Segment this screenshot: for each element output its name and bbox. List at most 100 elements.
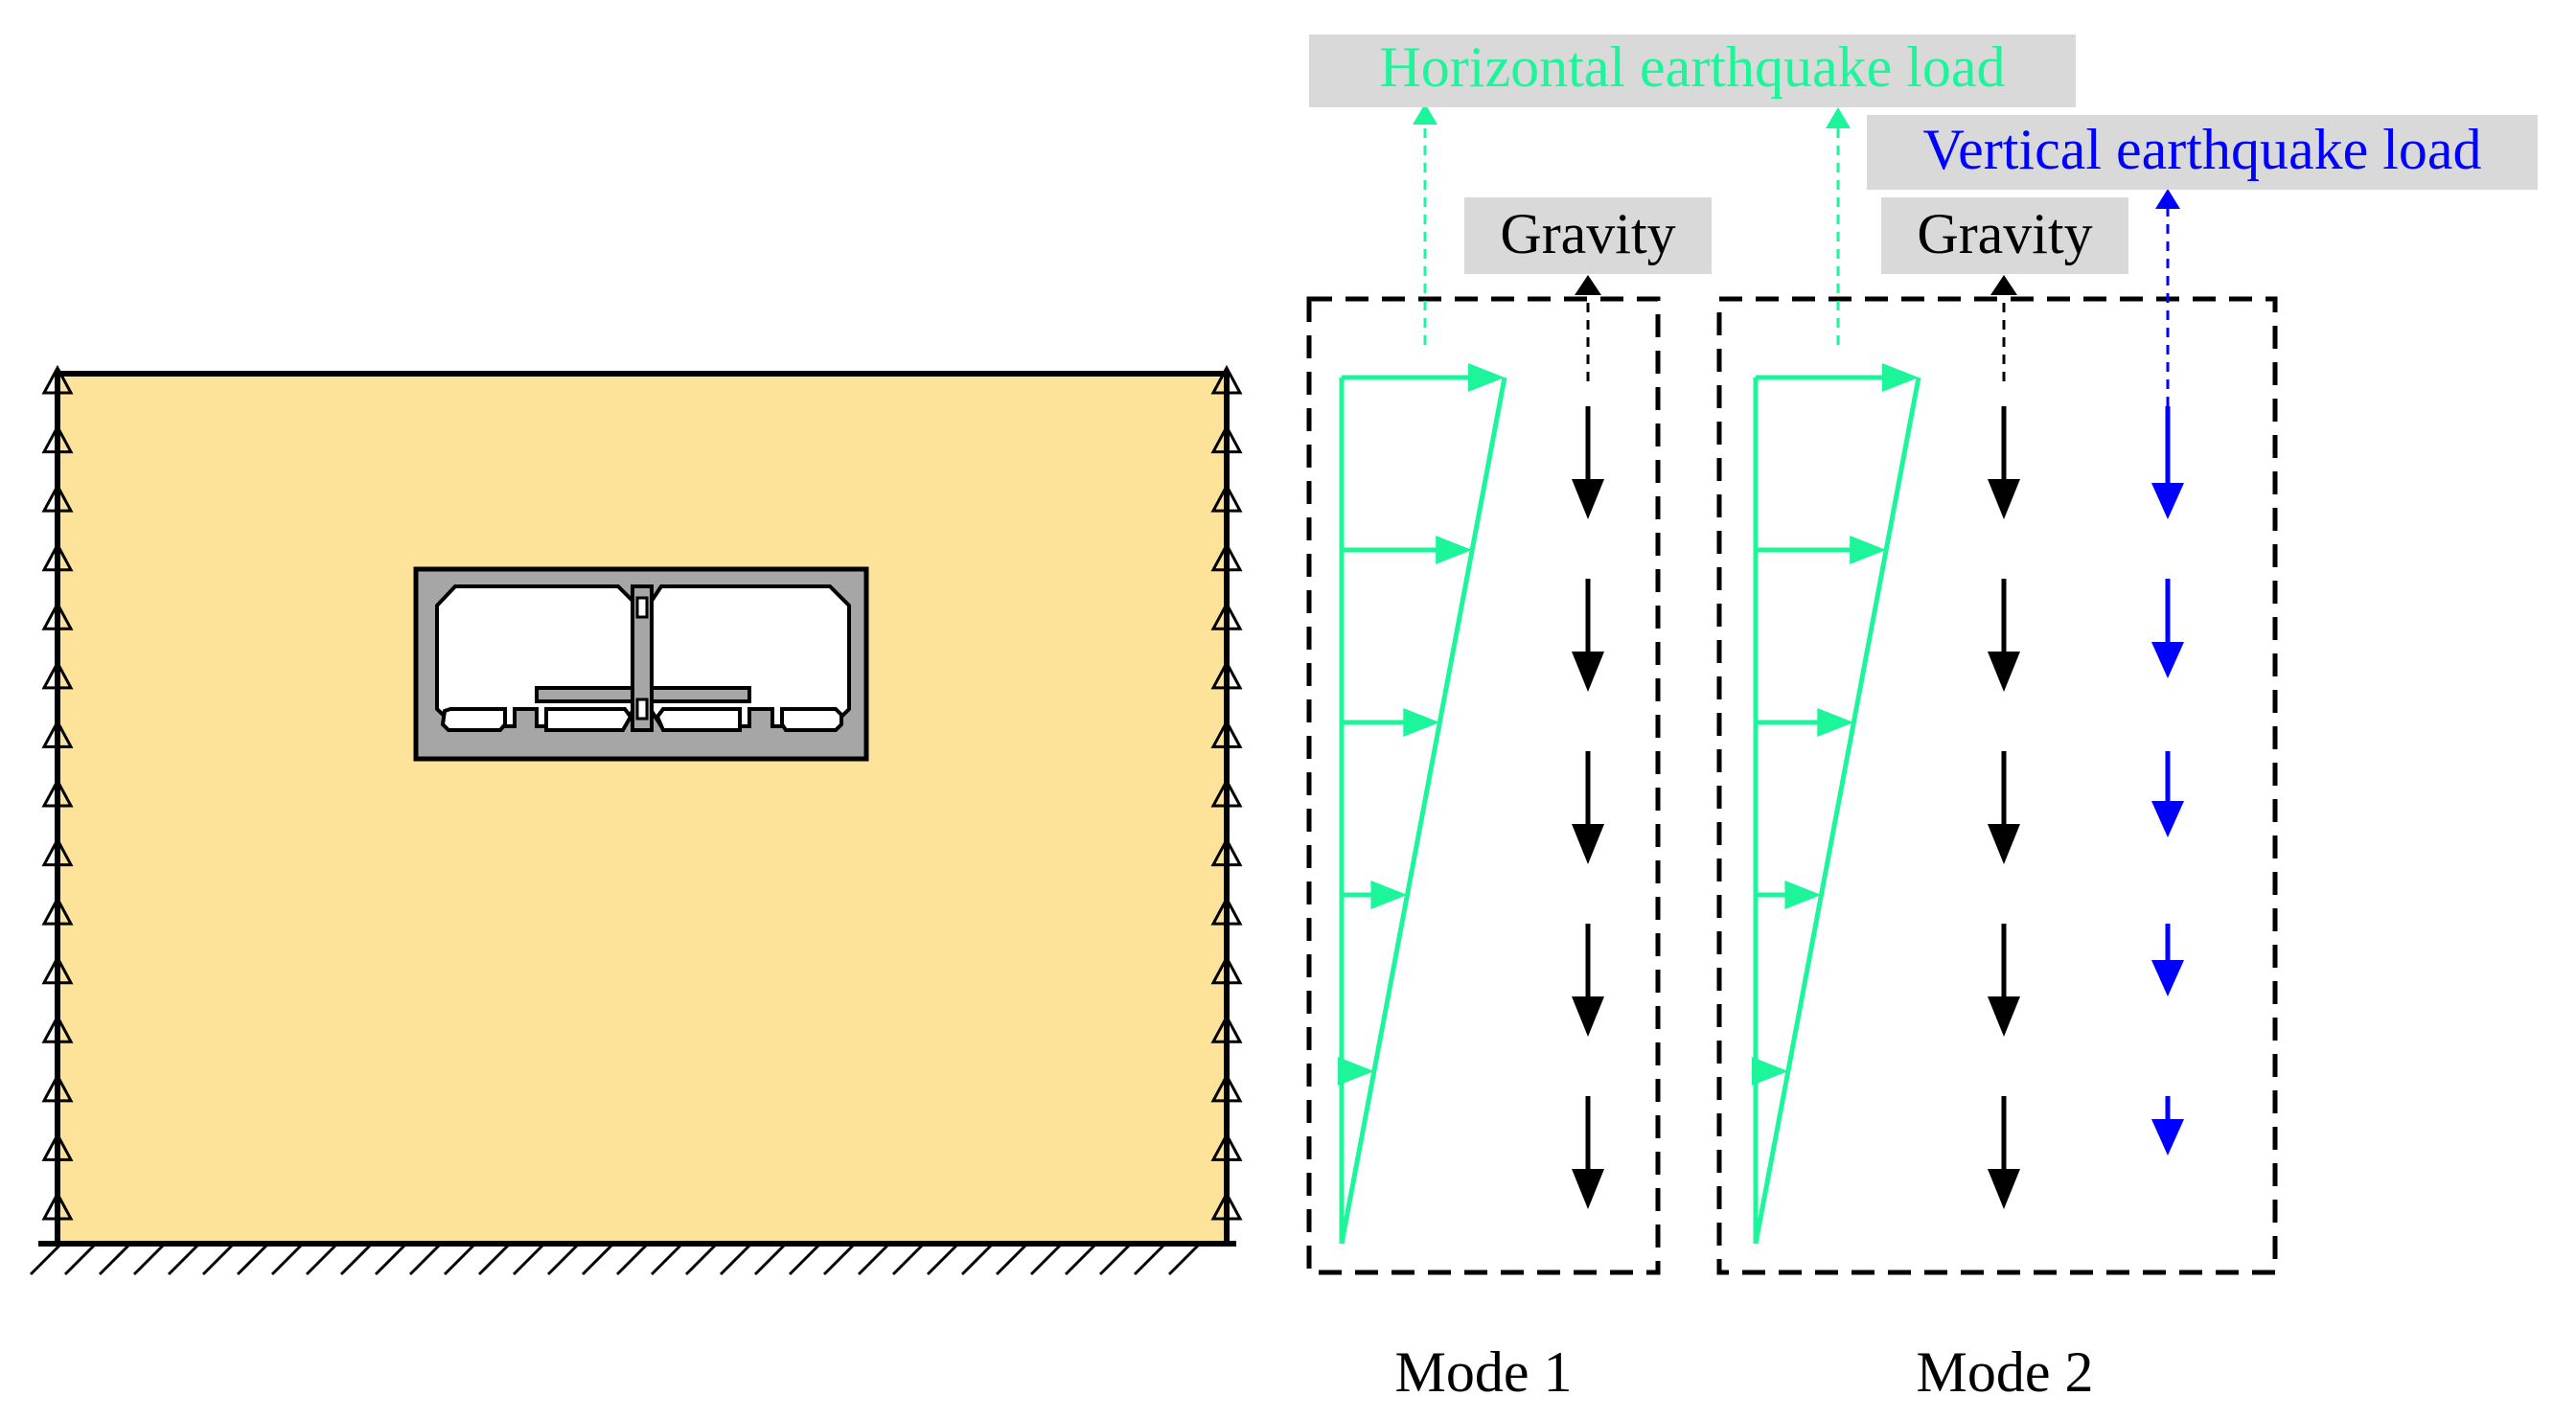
- roller-support-icon: [41, 1132, 74, 1161]
- right-roller-supports: [1210, 364, 1243, 1221]
- gravity-arrowhead: [1988, 824, 2020, 864]
- hatch-stroke: [374, 1244, 406, 1276]
- hatch-stroke: [960, 1244, 993, 1276]
- hatch-stroke: [29, 1244, 61, 1276]
- structure-cell-lower-left-1: [440, 707, 507, 732]
- gravity-arrowhead: [1572, 652, 1604, 692]
- load-profile-edge: [1339, 377, 1507, 1245]
- hatch-stroke: [270, 1244, 303, 1276]
- hatch-stroke: [512, 1244, 544, 1276]
- hatch-stroke: [615, 1244, 648, 1276]
- structure-cell-lower-right-2: [780, 707, 843, 732]
- roller-support-icon: [1210, 1072, 1243, 1103]
- horizontal-load-arrowhead: [1403, 708, 1440, 737]
- horizontal-load-arrowhead: [1817, 708, 1854, 737]
- hatch-stroke: [477, 1244, 510, 1276]
- left-roller-supports: [41, 364, 74, 1221]
- gravity-arrowhead: [1988, 479, 2020, 519]
- hatch-stroke: [995, 1244, 1027, 1276]
- horizontal-load-arrowhead: [1370, 881, 1408, 909]
- mode1-gravity-load: [1572, 406, 1604, 1209]
- roller-support-icon: [1210, 836, 1243, 867]
- roller-support-icon: [41, 659, 74, 690]
- roller-support-icon: [1210, 954, 1243, 985]
- vertical-load-arrowhead: [2151, 1119, 2184, 1156]
- roller-support-icon: [1210, 1190, 1243, 1221]
- structure-central-column: [631, 584, 654, 732]
- mode1-frame: [1306, 296, 1661, 1275]
- roller-support-icon: [41, 777, 74, 808]
- load-profile-edge: [1753, 377, 1921, 1245]
- roller-support-icon: [1210, 895, 1243, 926]
- leader-vertical-mode2-arrowhead: [2155, 189, 2180, 209]
- roller-support-icon: [1210, 659, 1243, 690]
- hatch-stroke: [891, 1244, 924, 1276]
- vertical-load-arrowhead: [2151, 801, 2184, 837]
- roller-support-icon: [1210, 541, 1243, 572]
- hatch-stroke: [857, 1244, 889, 1276]
- station-structure: [413, 566, 869, 762]
- vertical-load-label: Vertical earthquake load: [1922, 118, 2481, 181]
- roller-support-icon: [41, 541, 74, 572]
- hatch-stroke: [1064, 1244, 1096, 1276]
- horizontal-load-arrowhead: [1436, 536, 1473, 564]
- structure-cell-upper-left: [435, 584, 634, 728]
- horizontal-load-arrowhead: [1751, 1057, 1788, 1086]
- gravity-arrowhead: [1572, 996, 1604, 1037]
- roller-support-icon: [41, 1014, 74, 1043]
- hatch-stroke: [788, 1244, 820, 1276]
- roller-support-icon: [41, 719, 74, 748]
- roller-support-icon: [41, 364, 74, 395]
- mode1-horizontal-load: [1337, 363, 1507, 1245]
- hatch-stroke: [339, 1244, 372, 1276]
- roller-support-icon: [41, 601, 74, 630]
- horizontal-load-arrowhead: [1337, 1057, 1374, 1086]
- hatch-stroke: [581, 1244, 613, 1276]
- roller-support-icon: [41, 482, 74, 513]
- hatch-stroke: [1098, 1244, 1131, 1276]
- gravity-label-mode2-bg: [1881, 197, 2128, 274]
- structure-cell-lower-left-2: [544, 707, 633, 732]
- roller-support-icon: [1210, 777, 1243, 808]
- roller-support-icon: [41, 1190, 74, 1221]
- roller-support-icon: [41, 954, 74, 985]
- structure-cell-upper-right: [650, 584, 851, 728]
- hatch-stroke: [201, 1244, 234, 1276]
- roller-support-icon: [1210, 482, 1243, 513]
- roller-support-icon: [41, 423, 74, 454]
- vertical-load-arrowhead: [2151, 483, 2184, 519]
- gravity-arrowhead: [1572, 1169, 1604, 1209]
- roller-support-icon: [1210, 423, 1243, 454]
- vertical-load-label-bg: [1867, 115, 2538, 190]
- roller-support-icon: [1210, 364, 1243, 395]
- mode2-gravity-load: [1988, 406, 2020, 1209]
- mode1-caption: Mode 1: [1395, 1340, 1573, 1404]
- horizontal-load-arrowhead: [1784, 881, 1822, 909]
- gravity-arrowhead: [1988, 996, 2020, 1037]
- hatch-stroke: [1167, 1244, 1200, 1276]
- soil-block: [55, 371, 1230, 1247]
- roller-support-icon: [41, 836, 74, 867]
- horizontal-load-arrowhead: [1850, 536, 1887, 564]
- mode2-panel: [1716, 296, 2278, 1275]
- roller-support-icon: [1210, 1014, 1243, 1043]
- hatch-stroke: [132, 1244, 165, 1276]
- roller-support-icon: [1210, 719, 1243, 748]
- mode2-frame: [1716, 296, 2278, 1275]
- mode1-panel: [1306, 296, 1661, 1275]
- horizontal-load-label: Horizontal earthquake load: [1379, 35, 2005, 99]
- hatch-stroke: [63, 1244, 96, 1276]
- hatch-stroke: [1029, 1244, 1062, 1276]
- soil-domain: [29, 364, 1243, 1276]
- leader-gravity-mode1-arrowhead: [1575, 275, 1601, 295]
- roller-support-icon: [1210, 1132, 1243, 1161]
- hatch-stroke: [753, 1244, 786, 1276]
- gravity-label-mode2: Gravity: [1917, 202, 2092, 265]
- fixed-base-hatch-icon: [29, 1241, 1236, 1276]
- hatch-stroke: [719, 1244, 751, 1276]
- hatch-stroke: [1133, 1244, 1165, 1276]
- mode2-caption: Mode 2: [1917, 1340, 2094, 1404]
- hatch-stroke: [650, 1244, 682, 1276]
- horizontal-load-label-bg: [1309, 34, 2076, 107]
